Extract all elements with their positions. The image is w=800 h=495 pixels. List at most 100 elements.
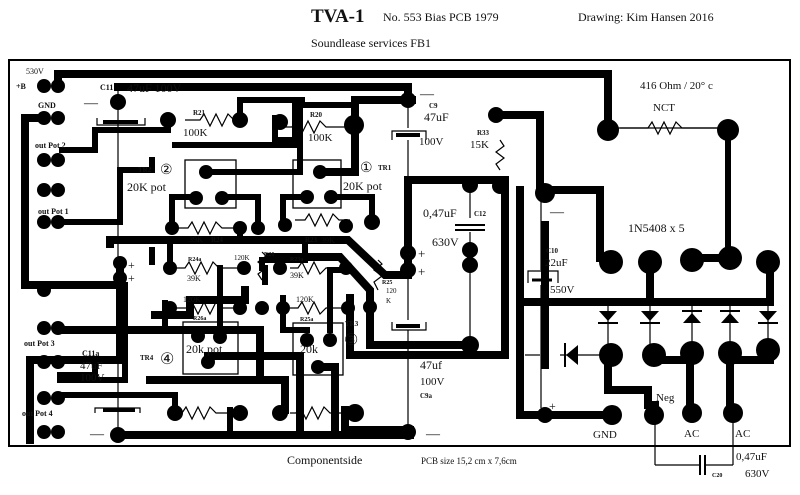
label-tr2-ref: TR2 (138, 166, 152, 174)
label-r33-ref: R33 (477, 129, 490, 137)
label-c11a-value2: 100V (80, 372, 105, 384)
resistors (175, 112, 728, 421)
track-gnd (21, 114, 124, 289)
capacitor-c11-body (96, 118, 146, 126)
label-r21-value: 100K (183, 127, 208, 139)
c9a-minus: — (425, 427, 441, 442)
diode-1 (598, 302, 618, 350)
label-c11a-ref: C11a (82, 349, 99, 358)
c11-minus: — (83, 96, 99, 111)
capacitors (94, 118, 706, 475)
resistor-r25 (373, 259, 383, 291)
label-out-pot4: out Pot 4 (22, 409, 53, 418)
tracks (21, 70, 774, 444)
resistor-r24 (175, 220, 240, 236)
label-c9a-value2: 100V (420, 376, 445, 388)
label-r25a-ref: R25a (300, 317, 313, 323)
label-ntc: NCT (653, 102, 675, 114)
label-r20-value: 100K (308, 132, 333, 144)
label-c20-ref: C20 (712, 473, 722, 479)
label-c20-value1: 0,47uF (736, 451, 767, 463)
diode-2 (640, 302, 660, 350)
label-r25-value2: K (386, 297, 391, 305)
label-tr1-ref: TR1 (378, 164, 392, 172)
label-tr2-num: ② (160, 163, 173, 178)
c9-plus-2: + (418, 264, 425, 279)
label-c9-value2: 100V (419, 136, 444, 148)
plus-2: + (128, 271, 135, 285)
capacitor-c9a-body (391, 322, 427, 331)
diode-6 (564, 343, 578, 367)
label-out-pot3: out Pot 3 (24, 339, 55, 348)
resistor-r33 (495, 139, 505, 171)
thermistor-ntc (620, 120, 728, 136)
label-r26-ref: R26 (264, 252, 274, 258)
label-c12-value2: 630V (432, 235, 459, 249)
label-r24a-ref: R24a (188, 257, 201, 263)
label-tr4-num: ④ (160, 351, 174, 368)
label-gnd: GND (38, 101, 56, 110)
resistor-r26 (257, 251, 267, 281)
label-tr4-ref: TR4 (140, 354, 154, 362)
label-ac2: AC (735, 428, 750, 440)
c9-plus-1: + (418, 246, 425, 261)
label-r25-ref: R25 (382, 280, 392, 286)
label-componentside: Componentside (287, 453, 362, 467)
c10-plus: + (549, 399, 556, 413)
label-diodes: 1N5408 x 5 (628, 221, 685, 235)
label-tr4-value: 20k pot (186, 342, 223, 356)
c9-minus: — (419, 87, 435, 102)
label-r25a-value: 120K (296, 295, 314, 304)
label-r24a-value: 39K (187, 274, 201, 283)
label-r26a-value: 120K (183, 295, 201, 304)
label-c9a-ref: C9a (420, 392, 433, 400)
label-ntc-value: 416 Ohm / 20° c (640, 80, 713, 92)
label-tr3-num: ③ (344, 332, 358, 349)
trimpot-tr1-box (292, 159, 342, 209)
title: TVA-1 (311, 6, 365, 27)
label-r26-value: 120K (234, 254, 250, 262)
label-neg: Neg (656, 392, 675, 404)
resistor-r20a (290, 405, 345, 421)
subtitle: No. 553 Bias PCB 1979 (383, 10, 499, 24)
label-530v: 530V (26, 67, 44, 76)
label-r33-value: 15K (470, 139, 489, 151)
label-tr1-num: ① (360, 161, 373, 176)
label-out-pot1: out Pot 1 (38, 207, 69, 216)
c11a-minus: — (89, 427, 105, 442)
label-pcb-size: PCB size 15,2 cm x 7,6cm (421, 456, 517, 466)
label-tr3-value: 20k (300, 342, 318, 356)
resistor-r23 (295, 212, 350, 228)
label-r23a-value: 39K (290, 271, 304, 280)
label-ac1: AC (684, 428, 699, 440)
label-tr1-value: 20K pot (343, 179, 383, 193)
label-c12-value1: 0,47uF (423, 206, 457, 220)
label-gnd-right: GND (593, 429, 617, 441)
c10-minus: — (549, 205, 565, 220)
resistor-r21a (176, 405, 230, 421)
label-tr2-value: 20K pot (127, 180, 167, 194)
pads (37, 79, 780, 443)
board-outline (8, 59, 791, 447)
label-c9-value1: 47uF (424, 110, 449, 124)
label-c20-value2: 630V (745, 468, 770, 480)
label-r23-ref: R23 (305, 236, 318, 244)
label-r23-value: 39K (321, 236, 335, 245)
capacitor-c10-body (527, 270, 559, 283)
label-c9-ref: C9 (429, 102, 438, 110)
trimpot-tr2-box (184, 159, 237, 209)
resistor-r23a (290, 260, 335, 276)
label-c11a-value1: 47uF (80, 360, 103, 372)
capacitor-c9-body (391, 130, 427, 140)
label-out-pot2: out Pot 2 (35, 141, 66, 150)
source: Soundlease services FB1 (311, 36, 431, 50)
author: Drawing: Kim Hansen 2016 (578, 10, 714, 24)
resistor-r21 (185, 112, 240, 128)
resistor-r25a (290, 300, 345, 316)
label-c9a-value1: 47uf (420, 358, 442, 372)
label-r26a-ref: R26a (193, 316, 206, 322)
label-c11-ref: C11 (100, 83, 113, 92)
label-c10-ref: C10 (546, 247, 559, 255)
label-c12-ref: C12 (474, 210, 487, 218)
